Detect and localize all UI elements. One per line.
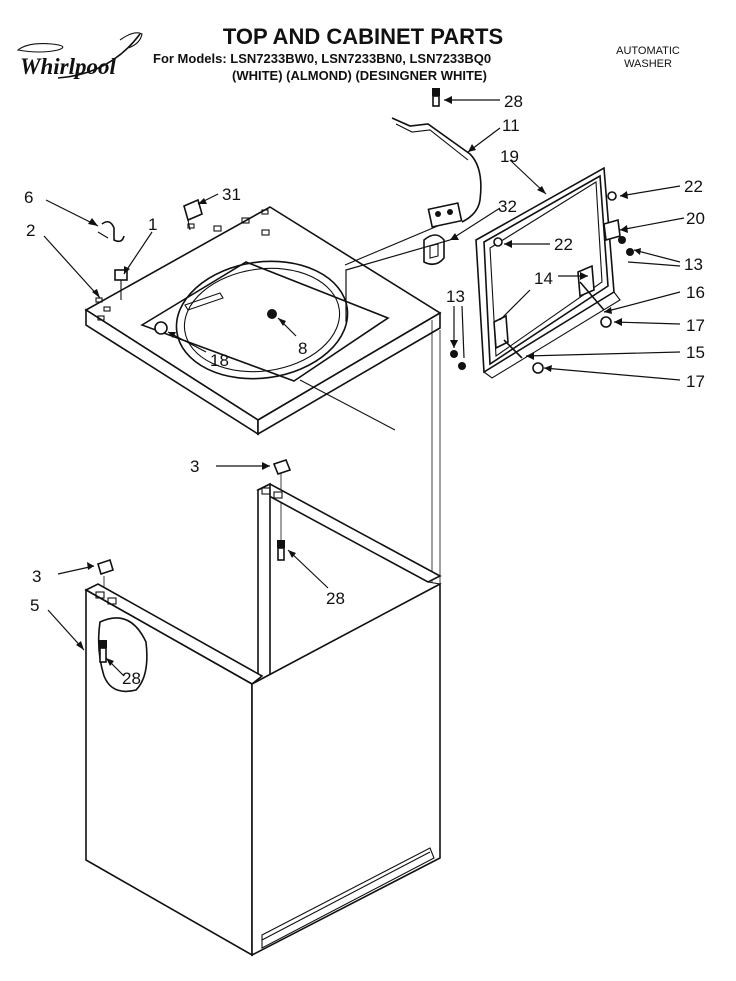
cabinet-rear-post xyxy=(257,482,271,698)
part-31-latch xyxy=(183,198,203,231)
callout-15: 15 xyxy=(686,343,705,362)
callout-13-left: 13 xyxy=(446,287,465,306)
callout-8: 8 xyxy=(298,339,307,358)
part-28-screw-cabinet-center xyxy=(277,540,285,561)
part-16-rod xyxy=(579,281,605,311)
part-15-rod xyxy=(503,339,523,359)
lid-opening-rim xyxy=(140,261,390,382)
top-cover-face xyxy=(84,206,442,421)
callout-1: 1 xyxy=(148,215,157,234)
part-17-bushing-b xyxy=(532,362,544,374)
tub-ring-opening xyxy=(175,260,349,380)
part-3-clip-upper xyxy=(272,459,292,475)
part-28-screw-top xyxy=(432,88,440,107)
whirlpool-logo: Whirlpool xyxy=(16,32,143,79)
part-32-bumper xyxy=(423,234,445,266)
callout-28-cabinet: 28 xyxy=(326,589,345,608)
product-type-line-2: WASHER xyxy=(624,58,672,70)
part-22-bumper-b xyxy=(607,191,617,201)
cabinet-assembly xyxy=(84,482,442,957)
part-13-screw-a xyxy=(618,236,626,244)
part-14-hinge-b xyxy=(493,314,509,350)
callout-13-right: 13 xyxy=(684,255,703,274)
callout-2: 2 xyxy=(26,221,35,240)
leader-lines xyxy=(43,96,685,677)
callout-31: 31 xyxy=(222,185,241,204)
callout-22-right: 22 xyxy=(684,177,703,196)
part-3-clip-lower xyxy=(97,558,114,576)
callout-14: 14 xyxy=(534,269,553,288)
callout-5: 5 xyxy=(30,596,39,615)
models-line: For Models: LSN7233BW0, LSN7233BN0, LSN7… xyxy=(153,51,491,66)
part-11-harness xyxy=(391,117,482,228)
callout-32: 32 xyxy=(498,197,517,216)
callout-3-lower: 3 xyxy=(32,567,41,586)
callout-22-inner: 22 xyxy=(554,235,573,254)
part-13-screw-d xyxy=(458,362,466,370)
callout-19: 19 xyxy=(500,147,519,166)
top-cover-side-edge xyxy=(257,311,441,436)
callout-28-cutaway: 28 xyxy=(122,669,141,688)
callout-3-upper: 3 xyxy=(190,457,199,476)
callout-6: 6 xyxy=(24,188,33,207)
callout-17-upper: 17 xyxy=(686,316,705,335)
part-8-screw xyxy=(267,309,277,319)
callout-numbers: 6 2 1 31 28 11 19 32 22 20 22 13 14 16 1… xyxy=(24,92,705,688)
part-6-clip xyxy=(97,220,125,243)
part-18-bumper xyxy=(154,321,168,335)
product-type-line-1: AUTOMATIC xyxy=(616,45,680,57)
part-28-screw-cabinet-left xyxy=(99,640,107,663)
part-17-bushing-a xyxy=(600,316,612,328)
part-13-screw-b xyxy=(626,248,634,256)
callout-16: 16 xyxy=(686,283,705,302)
callout-17-lower: 17 xyxy=(686,372,705,391)
part-20-clip xyxy=(603,218,621,242)
part-22-bumper-a xyxy=(493,237,503,247)
callout-18: 18 xyxy=(210,351,229,370)
part-13-screw-c xyxy=(450,350,458,358)
top-cover-assembly xyxy=(84,206,442,436)
callout-20: 20 xyxy=(686,209,705,228)
part-14-hinge-a xyxy=(577,264,595,298)
diagram-title: TOP AND CABINET PARTS xyxy=(223,24,503,49)
color-variants-line: (WHITE) (ALMOND) (DESINGNER WHITE) xyxy=(232,68,487,83)
part-1-switch xyxy=(114,269,128,300)
dispenser-slot xyxy=(184,292,224,311)
callout-28-top: 28 xyxy=(504,92,523,111)
callout-11: 11 xyxy=(502,116,520,135)
cabinet-side-panel xyxy=(251,582,441,957)
cabinet-rear-flange xyxy=(256,483,442,583)
whirlpool-logo-text: Whirlpool xyxy=(20,54,116,79)
